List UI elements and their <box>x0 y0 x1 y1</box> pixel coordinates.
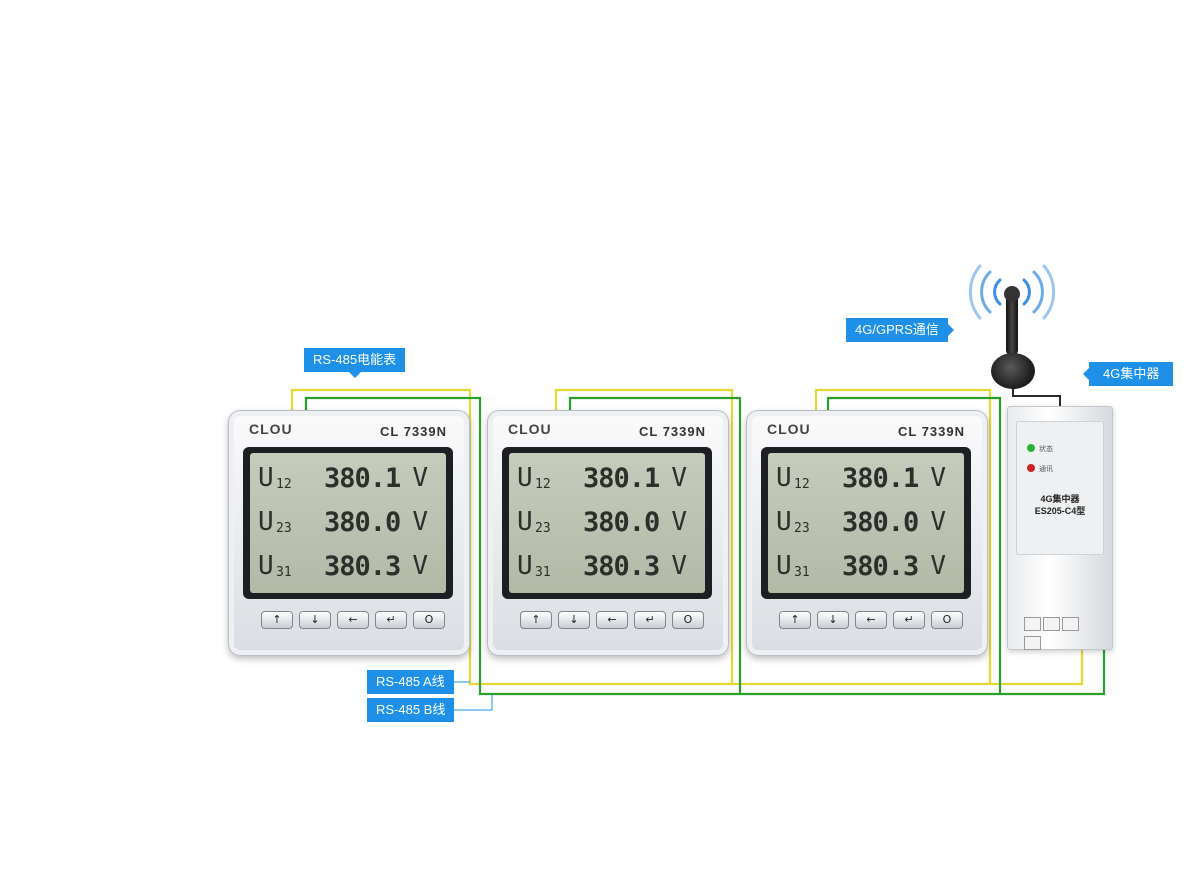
terminal <box>1062 617 1079 631</box>
menu-button[interactable]: O <box>931 611 963 629</box>
concentrator-model: ES205-C4型 <box>1034 506 1086 516</box>
status-led-icon <box>1027 444 1035 452</box>
terminal-block <box>1024 617 1096 650</box>
terminal <box>1024 636 1041 650</box>
wireless-signal-icon <box>968 264 1056 320</box>
rs485-b-wire <box>304 396 1106 696</box>
concentrator-panel: 状态 通讯 4G集中器 ES205-C4型 <box>1016 421 1104 555</box>
brand-logo: CLOU <box>767 421 811 437</box>
enter-button[interactable]: ↵ <box>634 611 666 629</box>
enter-button[interactable]: ↵ <box>375 611 407 629</box>
callout-leaders <box>453 681 493 711</box>
comm-led-icon <box>1027 464 1035 472</box>
enter-button[interactable]: ↵ <box>893 611 925 629</box>
button-bar: ↑ ↓ ← ↵ O <box>765 611 969 629</box>
rs485-a-label: RS-485 A线 <box>367 670 454 694</box>
rs485-a-wire <box>290 388 1084 686</box>
up-button[interactable]: ↑ <box>520 611 552 629</box>
button-bar: ↑ ↓ ← ↵ O <box>506 611 710 629</box>
comm-callout: 4G/GPRS通信 <box>846 318 954 342</box>
terminal <box>1024 617 1041 631</box>
concentrator-callout: 4G集中器 <box>1082 362 1174 386</box>
antenna-cap <box>1004 286 1020 302</box>
antenna-base <box>991 353 1035 389</box>
left-button[interactable]: ← <box>855 611 887 629</box>
concentrator-name: 4G集中器 <box>1040 494 1080 504</box>
up-button[interactable]: ↑ <box>261 611 293 629</box>
meter-model: CL 7339N <box>897 424 965 439</box>
antenna-stem <box>1006 290 1018 356</box>
status-led-label: 状态 <box>1039 446 1053 453</box>
comm-led-label: 通讯 <box>1039 466 1053 473</box>
brand-logo: CLOU <box>249 421 293 437</box>
menu-button[interactable]: O <box>413 611 445 629</box>
down-button[interactable]: ↓ <box>817 611 849 629</box>
button-bar: ↑ ↓ ← ↵ O <box>247 611 451 629</box>
meter-callout: RS-485电能表 <box>304 348 406 378</box>
terminal <box>1043 617 1060 631</box>
meter-model: CL 7339N <box>638 424 706 439</box>
meter-model: CL 7339N <box>379 424 447 439</box>
down-button[interactable]: ↓ <box>558 611 590 629</box>
4g-concentrator: 状态 通讯 4G集中器 ES205-C4型 <box>1007 406 1113 650</box>
rs485-b-label: RS-485 B线 <box>367 698 455 722</box>
antenna-cable <box>1012 388 1061 406</box>
menu-button[interactable]: O <box>672 611 704 629</box>
left-button[interactable]: ← <box>596 611 628 629</box>
down-button[interactable]: ↓ <box>299 611 331 629</box>
up-button[interactable]: ↑ <box>779 611 811 629</box>
left-button[interactable]: ← <box>337 611 369 629</box>
brand-logo: CLOU <box>508 421 552 437</box>
